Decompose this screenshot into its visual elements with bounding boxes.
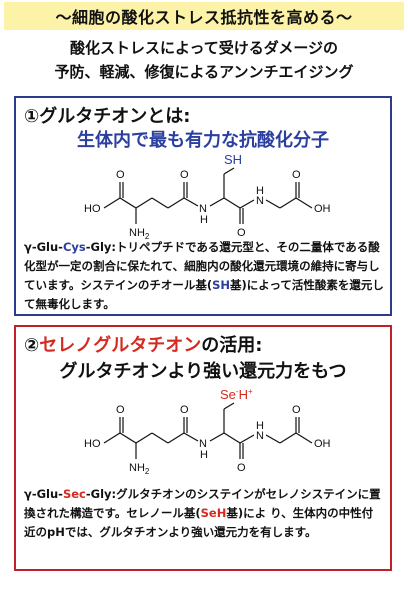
hydroxyl-label-left: HO — [84, 203, 101, 215]
glutathione-box: ①グルタチオンとは: 生体内で最も有力な抗酸化分子 — [14, 96, 392, 316]
amide-n-label-1: N — [199, 203, 207, 215]
sec-highlight: Sec — [62, 487, 86, 501]
amide-h-label-2: H — [256, 420, 264, 432]
amide-h-label-2: H — [256, 185, 264, 197]
amide-h-label-1: H — [200, 449, 208, 461]
subtitle: 酸化ストレスによって受けるダメージの 予防、軽減、修復によるアンンチエイジング — [0, 36, 408, 84]
carbonyl-label-1: O — [116, 169, 125, 181]
hydroxyl-label-right: OH — [314, 203, 331, 215]
carbonyl-label-3: O — [237, 462, 246, 474]
carbonyl-label-4: O — [292, 404, 301, 416]
carbonyl-label-2: O — [180, 169, 189, 181]
glutathione-description: γ-Glu-Cys-Gly:トリペプチドである還元型と、その二量体である酸化型が… — [24, 240, 384, 311]
amide-h-label-1: H — [200, 214, 208, 226]
amine-label: NH2 — [129, 227, 150, 241]
carbonyl-label-1: O — [116, 404, 125, 416]
selenoglutathione-description: γ-Glu-Sec-Gly:グルタチオンのシステインがセレノシステインに置換され… — [24, 487, 381, 539]
seh-highlight: SeH — [200, 506, 227, 520]
sh-highlight: SH — [212, 278, 231, 292]
selenoglutathione-subheading: グルタチオンより強い還元力をもつ — [59, 361, 347, 382]
amide-n-label-2: N — [256, 195, 264, 207]
banner-text: ～細胞の酸化ストレス抵抗性を高める～ — [55, 8, 353, 27]
carbonyl-label-2: O — [180, 404, 189, 416]
selenoglutathione-box: ②セレノグルタチオンの活用: グルタチオンより強い還元力をもつ — [14, 325, 392, 571]
glutathione-subheading: 生体内で最も有力な抗酸化分子 — [77, 130, 329, 151]
carbonyl-label-4: O — [292, 169, 301, 181]
glutathione-heading: ①グルタチオンとは: — [24, 106, 191, 127]
cys-highlight: Cys — [62, 240, 86, 254]
subtitle-line-2: 予防、軽減、修復によるアンンチエイジング — [54, 63, 354, 81]
selenol-label: Se-H+ — [220, 387, 253, 402]
selenoglutathione-term: セレノグルタチオン — [39, 335, 202, 356]
selenoglutathione-structure: Se-H+ HO O NH2 O N H O N H O OH — [84, 387, 331, 476]
glutathione-structure: SH HO O NH2 O N H O N H O OH — [84, 152, 331, 241]
amide-n-label-1: N — [199, 438, 207, 450]
selenoglutathione-heading: ②セレノグルタチオンの活用: — [24, 335, 263, 356]
amide-n-label-2: N — [256, 430, 264, 442]
carbonyl-label-3: O — [237, 227, 246, 239]
title-banner: ～細胞の酸化ストレス抵抗性を高める～ — [4, 2, 404, 30]
subtitle-line-1: 酸化ストレスによって受けるダメージの — [69, 39, 339, 57]
amine-label: NH2 — [129, 462, 150, 476]
hydroxyl-label-left: HO — [84, 438, 101, 450]
hydroxyl-label-right: OH — [314, 438, 331, 450]
thiol-label: SH — [224, 152, 242, 167]
